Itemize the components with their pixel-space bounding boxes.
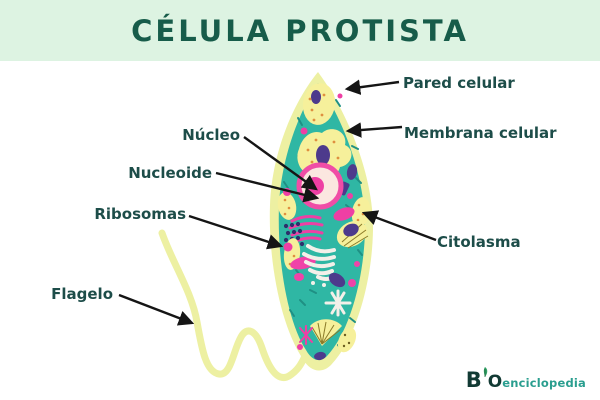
arrow-ribosomas <box>188 214 284 250</box>
page-title: CÉLULA PROTISTA <box>131 13 469 48</box>
asterisk-shape <box>324 289 352 317</box>
pink-blobs-lower <box>290 256 360 287</box>
pointer-arrows <box>118 79 437 326</box>
organelle-top <box>302 83 336 125</box>
pink-blobs-mid <box>283 93 355 221</box>
arrow-citolasma <box>361 210 437 242</box>
organelle-purple-lower <box>328 272 346 288</box>
organelle-left-round <box>277 192 297 220</box>
bottom-details <box>297 325 326 361</box>
label-nucleo: Núcleo <box>182 126 240 144</box>
golgi-apparatus <box>302 244 336 281</box>
header-banner: CÉLULA PROTISTA <box>0 0 600 61</box>
arrow-pared-celular <box>344 79 400 95</box>
logo-letter-b: B <box>465 368 482 392</box>
leaf-icon <box>483 367 488 377</box>
label-flagelo: Flagelo <box>51 285 113 303</box>
label-citolasma: Citolasma <box>437 233 521 251</box>
label-ribosomas: Ribosomas <box>94 205 186 223</box>
logo-bioenciclopedia: B O enciclopedia <box>465 367 586 392</box>
nucleus <box>296 162 344 210</box>
organelle-bottom-fan <box>310 319 357 353</box>
arrow-nucleoide <box>215 171 320 203</box>
label-membrana-celular: Membrana celular <box>404 124 557 142</box>
logo-suffix: enciclopedia <box>502 376 586 390</box>
arrow-membrana-celular <box>345 122 403 138</box>
organelle-right-fan <box>336 220 369 249</box>
arrow-flagelo <box>118 293 195 326</box>
ribosome-dot <box>283 242 293 252</box>
flagellum <box>158 229 309 382</box>
organelle-purple-right <box>346 164 358 180</box>
label-nucleoide: Nucleoide <box>128 164 212 182</box>
nucleoid <box>306 177 324 195</box>
endoplasmic-reticulum <box>288 215 324 243</box>
label-pared-celular: Pared celular <box>403 74 515 92</box>
logo-letter-o: O <box>487 372 503 392</box>
arrow-nucleo <box>243 136 318 191</box>
